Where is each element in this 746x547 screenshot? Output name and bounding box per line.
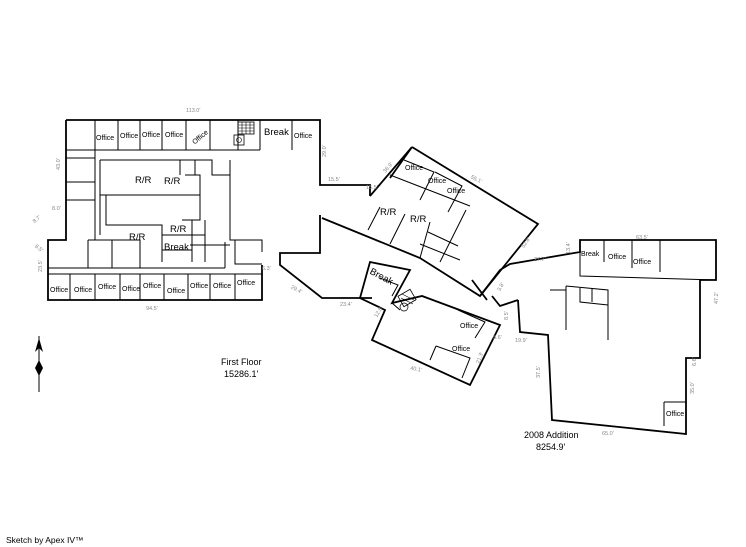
room-office: Office [460,323,478,330]
dimension: 94.5' [146,306,158,312]
room-office: Office [428,178,446,185]
dimension: 12.0' [374,306,385,319]
dimension: 8.0' [52,206,61,212]
dimension: 63.5' [636,235,648,241]
room-office: Office [237,280,255,287]
dimension: 36.9' [382,161,394,174]
room-office: Office [452,346,470,353]
addition-area: 8254.9' [536,442,566,452]
room-rr: R/R [164,176,181,187]
room-rr: R/R [380,207,397,218]
dimension: 8.5' [504,311,510,320]
dimension: 47.2' [714,292,720,304]
dimension: 65.0' [602,431,614,437]
north-arrow-icon [35,336,43,392]
dimension: 29.4' [290,285,303,296]
dimension: 55.1' [470,175,483,185]
dimension: 15.5' [328,177,340,183]
dimension: 27.7' [534,257,546,263]
room-office: Office [142,132,160,139]
room-office: Office [190,283,208,290]
room-office: Office [98,284,116,291]
dimension: 21.3' [476,351,486,364]
dimension: 5.6' [493,335,502,341]
room-office: Office [213,283,231,290]
dimension: 6.6' [692,357,698,366]
stairs-icon [397,288,417,308]
dimension: 37.5' [536,366,542,378]
main-floor-title: First Floor [221,357,262,367]
room-break: Break [164,242,189,253]
room-office: Office [96,135,114,142]
room-office: Office [122,286,140,293]
room-break: Break [368,266,395,287]
room-office: Office [74,287,92,294]
dimension-labels: 113.0' 94.5' 43.0' 29.0' 15.5' 8.0' 8.7'… [32,108,720,437]
room-office: Office [165,132,183,139]
room-rr: R/R [135,175,152,186]
dimension: 8.5' [33,244,44,254]
room-break-small: Break [581,251,600,258]
dimension: 43.0' [56,158,62,170]
room-office: Office [294,133,312,140]
dimension: 113.0' [186,108,200,114]
room-office: Office [167,288,185,295]
dimension: 23.5' [38,260,44,272]
stairs-icon [237,121,255,135]
room-office: Office [608,254,626,261]
room-office: Office [191,129,209,146]
dimension: 40.1' [410,366,423,374]
sketch-credit: Sketch by Apex IV™ [6,535,84,545]
south-wing [358,260,502,387]
room-break: Break [264,127,289,138]
toilet-icon [399,302,409,312]
dimension: 6.3' [262,266,271,272]
room-rr: R/R [410,214,427,225]
room-office: Office [447,188,465,195]
dimension: 13.4' [566,242,572,254]
dimension: 15.5' [366,185,378,191]
room-rr: R/R [129,232,146,243]
addition-title: 2008 Addition [524,430,579,440]
room-office: Office [50,287,68,294]
dimension: 23.4' [340,302,352,308]
dimension: 19.9' [515,338,527,344]
toilet-icon [233,134,245,146]
addition-building [471,239,717,435]
dimension: 29.0' [322,145,328,157]
room-office: Office [666,411,684,418]
room-office: Office [405,165,423,172]
room-office: Office [120,133,138,140]
main-floor-area: 15286.1' [224,369,259,379]
dimension: 8.7' [32,215,43,225]
dimension: 35.0' [690,382,696,394]
dimension: 3.8' [497,282,507,293]
room-office: Office [633,259,651,266]
room-office: Office [143,283,161,290]
middle-wing [321,146,540,298]
room-rr: R/R [170,224,187,235]
dimension: 52.8' [520,236,532,249]
